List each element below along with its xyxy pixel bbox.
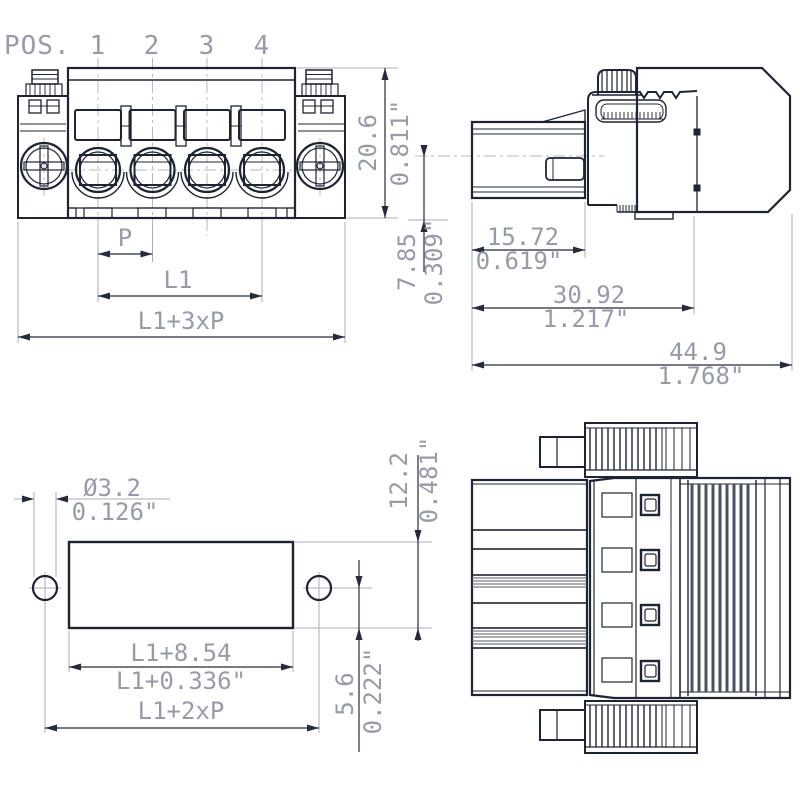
dim-pitch-label: P — [118, 224, 132, 252]
extension-lines — [14, 67, 793, 733]
pos-number-1: 1 — [90, 31, 107, 61]
left-flange — [17, 69, 69, 219]
dimension-arrows — [18, 68, 792, 732]
terminal-openings — [71, 146, 289, 199]
dim-cutout-height-mm: 12.2 — [385, 452, 413, 510]
dim-hole-diameter-mm: Ø3.2 — [83, 474, 141, 502]
grip-ribs — [687, 480, 757, 696]
dim-edge-offset-mm: 5.6 — [331, 672, 359, 715]
dim-overall-depth-in: 1.768" — [658, 362, 745, 390]
dim-body-depth-in: 1.217" — [543, 305, 630, 333]
connector-body — [587, 90, 698, 213]
left-mounting-hole — [31, 574, 59, 602]
thumb-screw-wheel — [592, 69, 642, 96]
front-view — [17, 66, 346, 220]
bottom-feet — [67, 207, 296, 219]
plug-shroud — [470, 478, 589, 697]
side-view — [470, 66, 792, 220]
top-view — [470, 422, 792, 754]
lower-knurled-flange — [539, 700, 698, 754]
dim-front-height-in: 0.811" — [386, 100, 414, 187]
pos-label: POS. — [4, 31, 71, 61]
wire-entry-windows — [74, 105, 286, 147]
connector-housing-top — [588, 476, 792, 700]
right-flange — [294, 69, 346, 219]
panel-cutout-view — [31, 540, 333, 630]
dim-center-offset-mm: 7.85 — [393, 233, 421, 291]
rear-housing — [634, 66, 792, 220]
dim-center-offset-in: 0.309" — [420, 219, 448, 306]
right-screw — [295, 141, 345, 191]
plug-barrel — [470, 109, 587, 200]
pos-number-4: 4 — [254, 31, 271, 61]
dim-front-height-mm: 20.6 — [354, 114, 382, 172]
dim-hole-diameter-in: 0.126" — [72, 498, 159, 526]
left-screw — [19, 141, 69, 191]
upper-knurled-flange — [539, 422, 698, 478]
dim-overall-depth-mm: 44.9 — [669, 338, 727, 366]
pos-number-3: 3 — [199, 31, 216, 61]
dim-plug-depth-mm: 15.72 — [487, 223, 559, 251]
pos-number-2: 2 — [144, 31, 161, 61]
dim-l1-label: L1 — [164, 266, 193, 294]
dim-cutout-width-in: L1+0.336" — [116, 667, 246, 695]
contact-windows — [639, 493, 661, 683]
dim-hole-spacing-label: L1+2xP — [138, 697, 225, 725]
annotations: POS. 1 2 3 4 20.6 0.811" P L1 L1+3xP 7.8… — [4, 31, 744, 734]
dim-cutout-height-in: 0.481" — [415, 437, 443, 524]
dim-cutout-width-mm: L1+8.54 — [130, 639, 231, 667]
dim-edge-offset-in: 0.222" — [359, 648, 387, 735]
dim-overall-width-label: L1+3xP — [138, 307, 225, 335]
right-mounting-hole — [305, 574, 333, 602]
dim-plug-depth-in: 0.619" — [476, 247, 563, 275]
dim-body-depth-mm: 30.92 — [553, 281, 625, 309]
